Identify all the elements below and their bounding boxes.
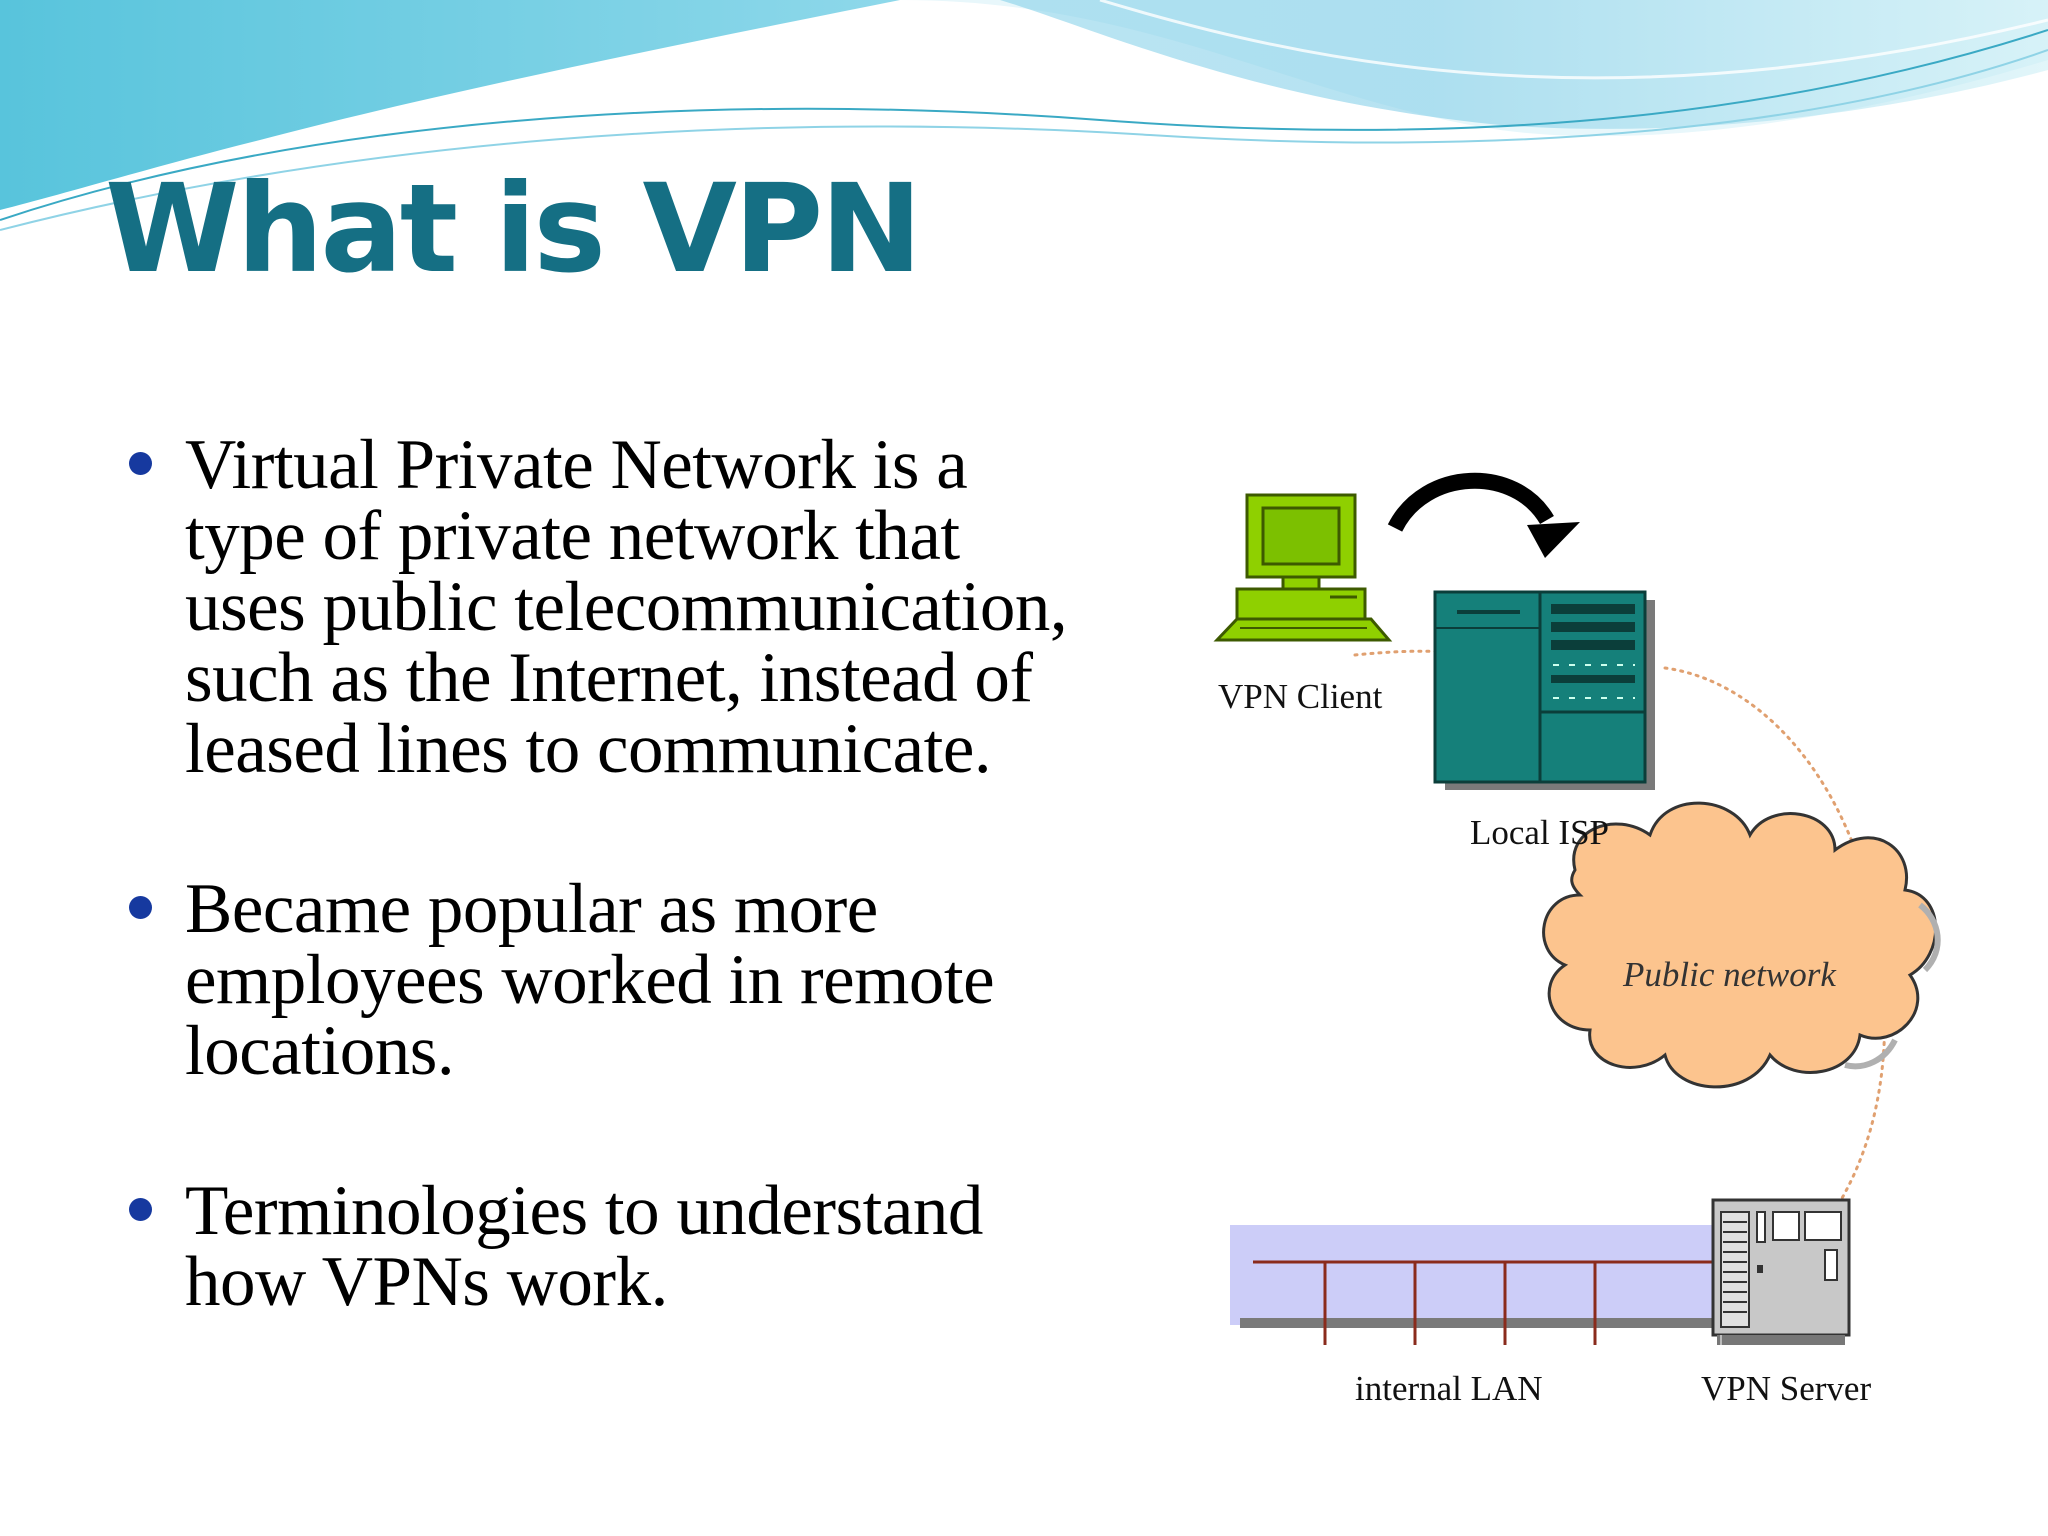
bullet-dot-icon xyxy=(129,1198,152,1221)
vpn-diagram: VPN Client Local ISP Public network inte… xyxy=(1213,472,1941,1408)
bullet-line: how VPNs work. xyxy=(185,1243,668,1321)
vpn-client-label: VPN Client xyxy=(1218,677,1383,716)
bullet-dot-icon xyxy=(129,896,152,919)
curved-arrow-icon xyxy=(1387,472,1580,558)
bullet-line: Became popular as more xyxy=(185,870,878,948)
vpn-client-computer-icon xyxy=(1213,493,1393,642)
public-network-cloud-icon xyxy=(1542,801,1941,1089)
local-isp-label: Local ISP xyxy=(1470,813,1609,852)
bullet-item: Became popular as more employees worked … xyxy=(125,874,1145,1087)
bullet-line: leased lines to communicate. xyxy=(185,710,992,788)
bullet-item: Terminologies to understand how VPNs wor… xyxy=(125,1176,1145,1318)
bullet-line: such as the Internet, instead of xyxy=(185,639,1033,717)
internal-lan-icon xyxy=(1230,1225,1740,1345)
header-wave-decoration xyxy=(0,0,2048,231)
vpn-server-label: VPN Server xyxy=(1701,1369,1871,1408)
public-network-label: Public network xyxy=(1622,955,1837,994)
bullet-item: Virtual Private Network is a type of pri… xyxy=(125,430,1145,785)
bullet-line: uses public telecommunication, xyxy=(185,568,1068,646)
bullet-dot-icon xyxy=(129,452,152,475)
bullet-line: employees worked in remote xyxy=(185,941,995,1019)
vpn-server-icon xyxy=(1711,1198,1851,1345)
slide-title: What is VPN xyxy=(105,158,922,300)
bullet-line: locations. xyxy=(185,1012,455,1090)
local-isp-server-icon xyxy=(1433,590,1655,790)
bullet-list: Virtual Private Network is a type of pri… xyxy=(125,430,1145,1318)
bullet-line: Virtual Private Network is a xyxy=(185,426,968,504)
bullet-line: type of private network that xyxy=(185,497,960,575)
bullet-line: Terminologies to understand xyxy=(185,1172,983,1250)
internal-lan-label: internal LAN xyxy=(1355,1369,1543,1408)
